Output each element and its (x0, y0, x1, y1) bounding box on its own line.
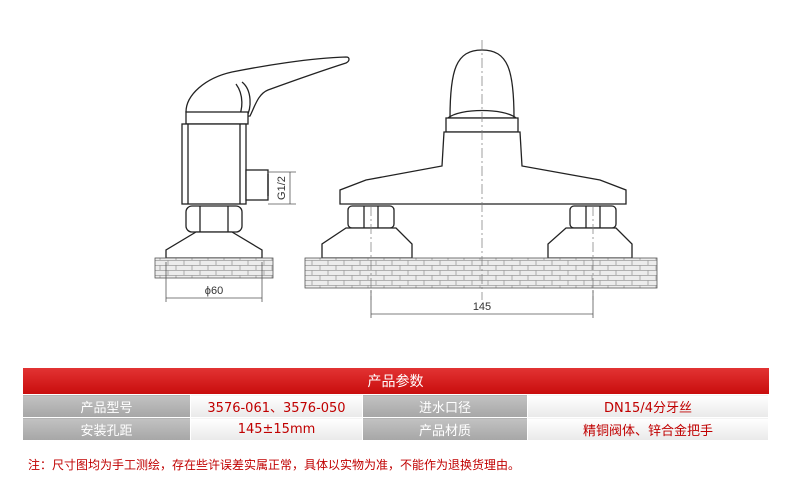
valve-body (181, 123, 247, 205)
front-countertop (304, 257, 658, 289)
side-view (165, 56, 350, 259)
model-value: 3576-061、3576-050 (190, 394, 363, 418)
faucet-technical-drawing: G1/2 ϕ60 145 (154, 40, 658, 318)
lever-handle (185, 56, 350, 119)
material-label: 产品材质 (362, 417, 528, 441)
front-spout-body (339, 131, 627, 205)
material-value: 精铜阀体、锌合金把手 (527, 417, 769, 441)
spacing-label: 145 (473, 301, 491, 313)
thread-dimension (268, 171, 296, 205)
inlet-stub (245, 169, 269, 201)
spacing-dimension (370, 290, 594, 318)
disclaimer-note: 注：尺寸图均为手工测绘，存在些许误差实属正常，具体以实物为准，不能作为退换货理由… (28, 458, 521, 472)
hole-spacing-label: 安装孔距 (22, 417, 191, 441)
table-row: 安装孔距 145±15mm 产品材质 精铜阀体、锌合金把手 (22, 417, 769, 441)
spec-table-header: 产品参数 (22, 368, 769, 395)
hole-spacing-value: 145±15mm (190, 417, 363, 441)
side-countertop (154, 257, 274, 279)
spec-table-title: 产品参数 (22, 368, 769, 395)
spec-table: 产品参数 产品型号 3576-061、3576-050 进水口径 DN15/4分… (22, 368, 769, 441)
mount-nut (185, 205, 243, 233)
left-flange (321, 227, 413, 259)
base-flange (165, 231, 263, 259)
center-lines (370, 40, 594, 300)
right-flange (547, 227, 633, 259)
diameter-label: ϕ60 (205, 285, 223, 297)
inlet-size-value: DN15/4分牙丝 (527, 394, 769, 418)
thread-label: G1/2 (276, 176, 288, 200)
table-row: 产品型号 3576-061、3576-050 进水口径 DN15/4分牙丝 (22, 394, 769, 418)
model-label: 产品型号 (22, 394, 191, 418)
diameter-dimension (165, 262, 263, 302)
inlet-size-label: 进水口径 (362, 394, 528, 418)
cartridge-cap (185, 111, 249, 125)
front-view (321, 49, 633, 259)
